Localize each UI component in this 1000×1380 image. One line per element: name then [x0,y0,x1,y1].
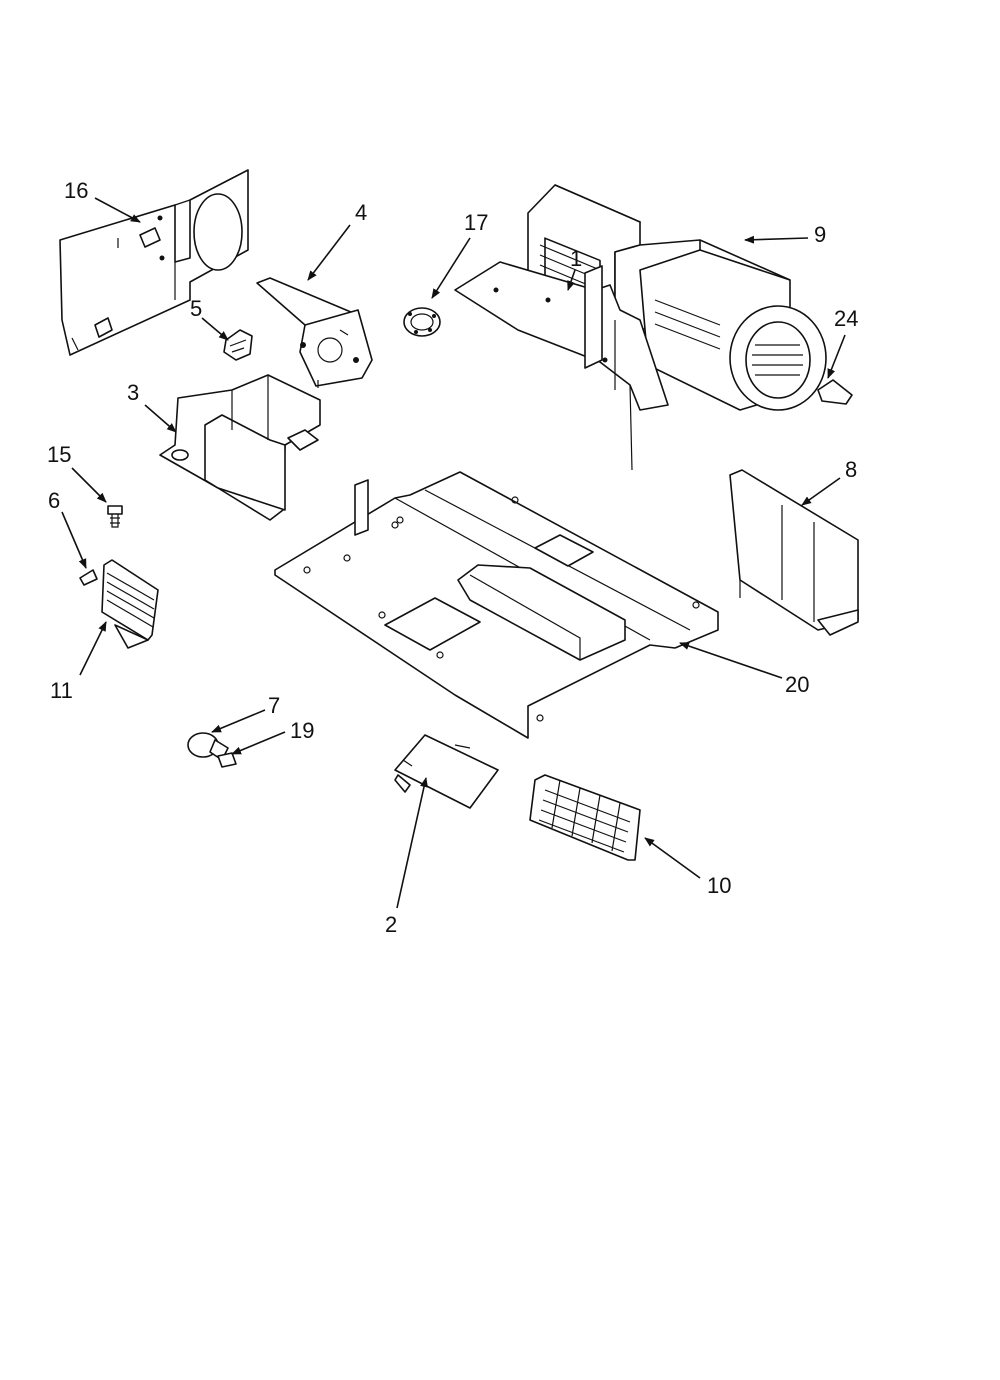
part-15-screw [107,505,123,528]
callout-10: 10 [707,873,731,898]
callout-7: 7 [268,693,280,718]
callout-9: 9 [814,222,826,247]
callout-8: 8 [845,457,857,482]
callout-16: 16 [64,178,88,203]
callout-3: 3 [127,380,139,405]
callout-6: 6 [48,488,60,513]
part-20-base-plate [274,471,719,739]
part-6-clip [79,569,98,586]
part-24-tab [817,379,853,405]
callout-15: 15 [47,442,71,467]
callout-19: 19 [290,718,314,743]
callout-4: 4 [355,200,367,225]
callout-labels: 16 4 17 9 5 24 1 3 15 8 6 11 20 7 19 10 … [47,178,858,937]
part-8-rear-panel [729,469,859,636]
part-3-duct [159,374,321,521]
part-1-shelf-bracket [454,261,669,471]
callout-1: 1 [570,246,582,271]
callout-11: 11 [50,678,73,703]
callout-5: 5 [190,296,202,321]
callout-17: 17 [464,210,488,235]
part-17-round-component [403,307,441,337]
callout-24: 24 [834,306,858,331]
part-5-clip [223,329,253,361]
part-4-bracket [256,277,373,388]
part-16-panel [59,169,249,356]
part-11-grille [101,559,159,649]
part-2-cover [394,734,499,809]
leader-lines [61,197,846,909]
part-10-filter [529,774,641,861]
part-7-light-bulb [187,732,229,761]
callout-20: 20 [785,672,809,697]
callout-2: 2 [385,912,397,937]
part-19-socket [217,752,237,768]
